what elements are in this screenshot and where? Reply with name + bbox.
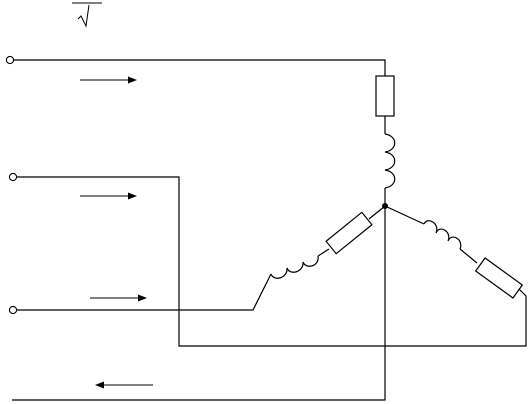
current-arrow-1: [80, 76, 137, 84]
branch-b-wire-mid: [459, 248, 478, 264]
branch-b-wire-start: [384, 205, 425, 225]
line-1-wire: [14, 59, 386, 76]
terminal-1: [5, 55, 15, 65]
current-arrow-3: [90, 294, 147, 302]
terminal-3: [8, 305, 18, 315]
line-3-wire: [17, 273, 272, 311]
current-arrow-neutral: [95, 381, 153, 389]
inductor-c: [270, 255, 319, 279]
inductor-b: [423, 220, 462, 250]
radical-sign-icon: [72, 2, 102, 28]
branch-c-wire-start: [368, 205, 386, 220]
resistor-a: [375, 75, 395, 117]
inductor-a: [384, 133, 396, 189]
line-2-wire: [17, 176, 527, 347]
current-arrow-2: [80, 192, 137, 200]
neutral-wire: [12, 206, 386, 401]
branch-c-wire-mid: [317, 248, 330, 257]
resistor-c: [325, 211, 373, 255]
terminal-2: [8, 172, 18, 182]
resistor-b: [474, 257, 524, 299]
